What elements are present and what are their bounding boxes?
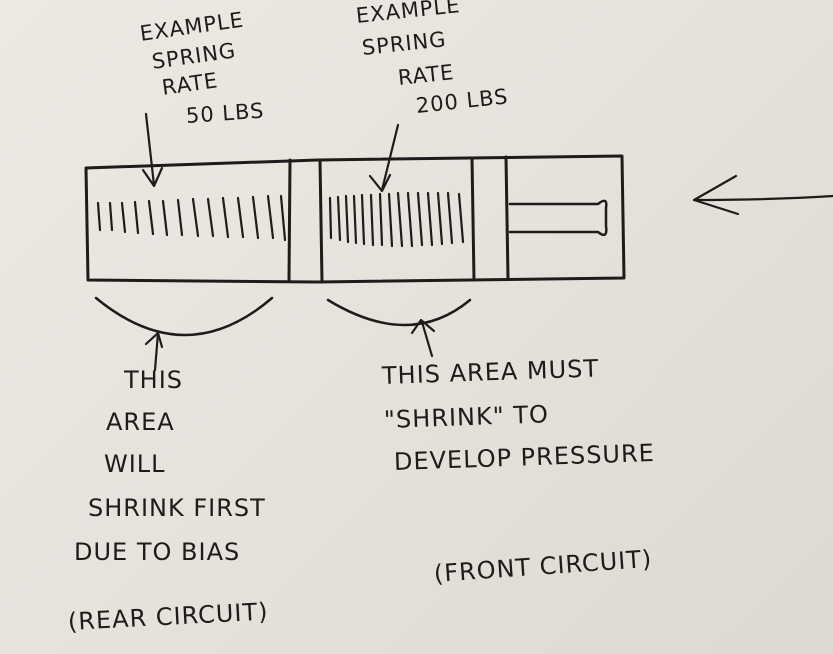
piston-rod: [508, 199, 608, 237]
front-area-bracket: [326, 298, 472, 327]
rear-area-note-line-2: AREA: [106, 408, 175, 436]
front-area-note-line-2: "SHRINK" TO: [383, 400, 550, 434]
rear-area-note-line-5: DUE TO BIAS: [74, 538, 241, 566]
front-spring-pointer-arrow: [368, 123, 400, 193]
rear-spring-pointer-arrow: [141, 112, 164, 188]
cylinder-body-outline: [84, 154, 626, 284]
input-force-arrow: [692, 174, 833, 216]
rear-area-note-line-4: SHRINK FIRST: [88, 494, 266, 522]
divider-4: [504, 155, 510, 281]
front-spring: [328, 191, 465, 248]
divider-2: [318, 158, 324, 284]
divider-1: [287, 158, 292, 282]
rear-area-bracket: [94, 296, 274, 337]
front-bracket-pointer: [410, 318, 436, 358]
divider-3: [470, 156, 476, 282]
rear-area-note-line-1: THIS: [124, 366, 184, 394]
rear-bracket-pointer: [144, 331, 164, 372]
rear-spring: [96, 194, 287, 242]
rear-area-note-line-3: WILL: [104, 450, 166, 478]
